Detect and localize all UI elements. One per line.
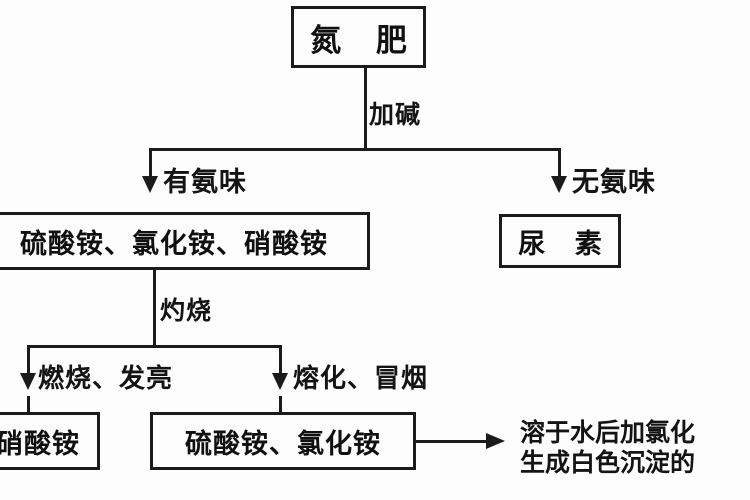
arrowhead-melts-smokes (272, 373, 288, 390)
connector-split-bar-bottom (27, 345, 281, 348)
edge-label-no-ammonia-smell: 无氨味 (572, 167, 656, 198)
node-ammonium-nitrate: 硝酸铵 (0, 412, 100, 470)
connector-branch-burns-bright (27, 345, 30, 378)
node-ammonium-salts-group: 硫酸铵、氯化铵、硝酸铵 (0, 212, 370, 270)
connector-ammonium-group-stem (153, 270, 156, 347)
node-ammonium-sulfate-chloride: 硫酸铵、氯化铵 (150, 412, 416, 470)
connector-branch-melts-smokes (279, 345, 282, 378)
result-note-line-1: 溶于水后加氯化 (520, 418, 696, 447)
edge-label-burns-bright: 燃烧、发亮 (38, 364, 174, 394)
edge-label-has-ammonia-smell: 有氨味 (163, 167, 247, 198)
result-note-text: 溶于水后加氯化 生成白色沉淀的 (520, 418, 750, 477)
arrowhead-right-no-ammonia (551, 176, 567, 193)
connector-split-bar-top (149, 148, 561, 151)
result-note-line-2: 生成白色沉淀的 (520, 447, 696, 477)
connector-stem-sulfate-chloride (279, 396, 282, 414)
connector-to-result-note (416, 440, 489, 443)
connector-stem-ammonium-nitrate (27, 396, 30, 414)
arrowhead-burns-bright (20, 373, 36, 390)
edge-label-melts-smokes: 熔化、冒烟 (293, 364, 429, 394)
edge-label-ignite: 灼烧 (160, 296, 213, 325)
node-nitrogen-fertilizer: 氮 肥 (291, 6, 426, 68)
arrowhead-left-ammonia (142, 176, 158, 193)
edge-label-add-alkali: 加碱 (369, 100, 422, 129)
node-urea: 尿 素 (499, 214, 621, 268)
connector-branch-left-ammonia (149, 148, 152, 181)
arrowhead-result-note (486, 433, 505, 449)
connector-fertilizer-stem (364, 68, 367, 150)
connector-branch-right-no-ammonia (558, 148, 561, 181)
